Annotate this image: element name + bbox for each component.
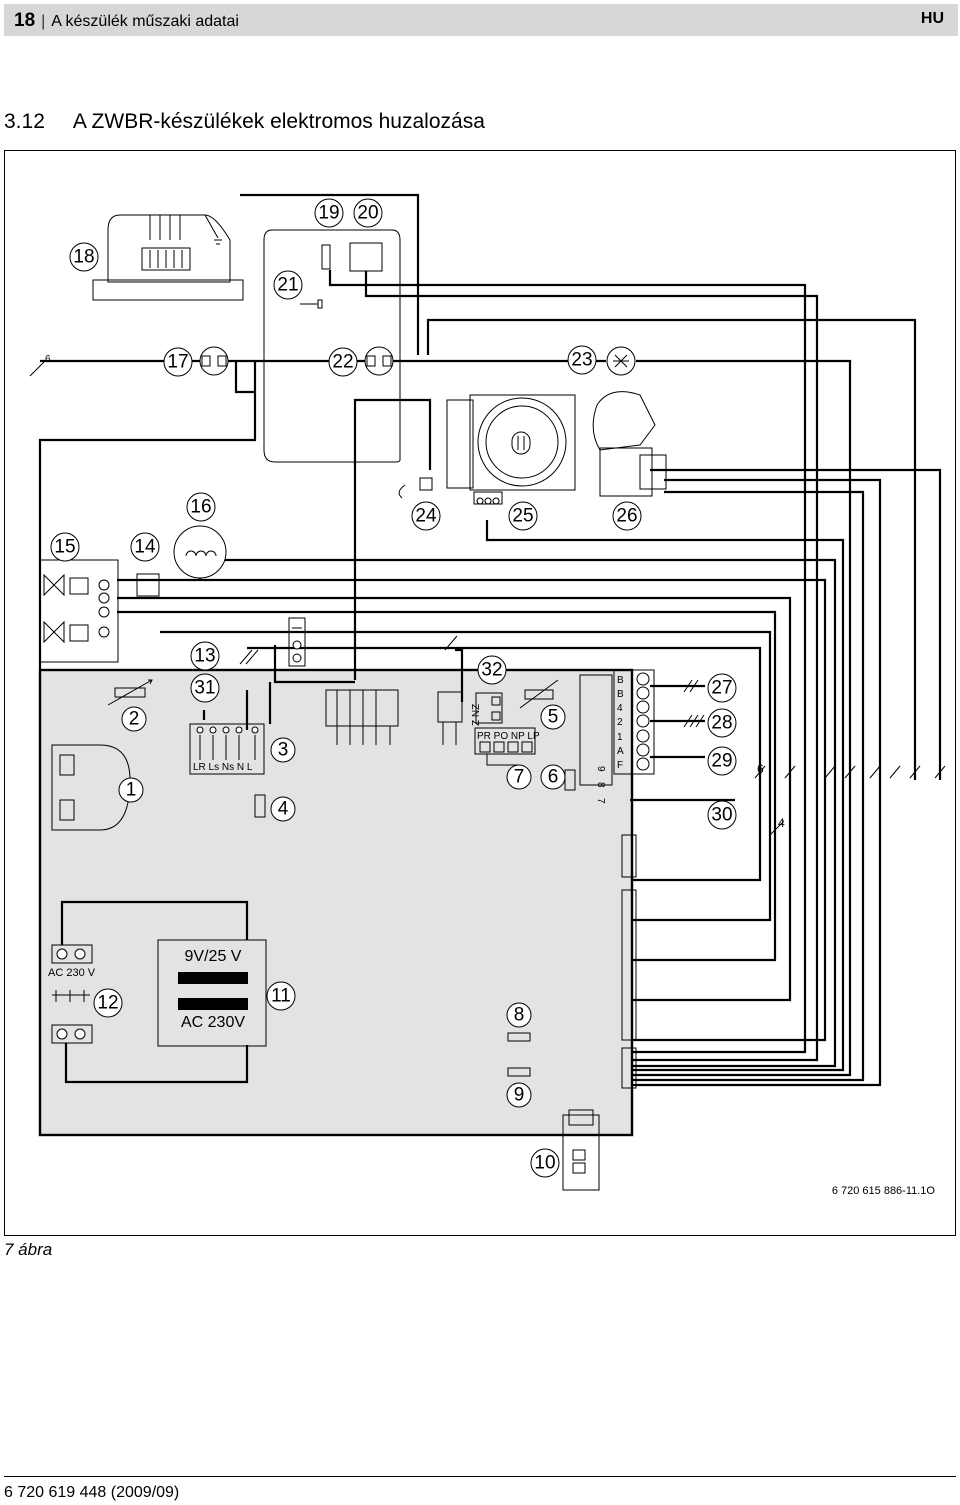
callout-27: 27 [711,678,732,699]
header-left: 18 | A készülék műszaki adatai [14,10,239,32]
transformer [157,939,267,1047]
chapter-title: A készülék műszaki adatai [51,13,239,30]
callout-30: 30 [711,805,732,826]
callout-31: 31 [194,678,215,699]
connector-2-pin [437,691,463,745]
callout-5: 5 [548,707,559,728]
num-7: 7 [595,798,606,804]
display-connector-10 [562,1109,600,1191]
terminal-F: F [617,760,623,771]
callouts: 1 2 3 4 5 6 7 8 9 10 11 12 13 14 15 16 1… [50,198,737,1178]
callout-14: 14 [134,537,156,558]
figure-frame [4,150,956,1236]
callout-20: 20 [357,203,378,224]
component-14 [136,573,160,597]
section-title: 3.12 A ZWBR-készülékek elektromos huzaloz… [4,110,485,134]
num-8: 8 [595,782,606,788]
page-header: 18 | A készülék műszaki adatai HU [4,4,958,36]
callout-22: 22 [332,352,353,373]
connector-13-labels: LR Ls Ns N L [193,762,253,773]
fan [592,391,667,497]
section-number: 3.12 [4,110,45,133]
callout-8: 8 [514,1005,525,1026]
terminal-A: A [617,746,624,757]
wire-count-4: 4 [778,816,785,830]
component-16 [173,525,227,579]
callout-13: 13 [194,646,215,667]
connector-32 [474,692,536,766]
fuse-9 [507,1067,531,1077]
potentiometer-5 [519,679,559,709]
callout-18: 18 [73,247,94,268]
terminal-B1: B [617,675,624,686]
ground-connector [288,617,306,667]
terminal-4: 4 [617,703,623,714]
language-code: HU [920,10,944,27]
callout-26: 26 [616,506,637,527]
callout-25: 25 [512,506,533,527]
wire-count-6: 6 [757,762,764,776]
fuse-4 [254,794,266,818]
terminal-2: 2 [617,717,623,728]
connector-32-top-label: Z NZ [471,704,482,726]
callout-23: 23 [571,350,592,371]
callout-19: 19 [318,203,339,224]
section-heading: A ZWBR-készülékek elektromos huzalozása [72,110,485,133]
callout-1: 1 [126,780,137,801]
document-code: 6 720 619 448 (2009/09) [4,1484,180,1501]
callout-2: 2 [129,709,140,730]
wiring-diagram: .w { fill: none; stroke: #000; stroke-wi… [29,193,946,1197]
mains-terminals [51,944,93,1044]
pump [398,394,576,505]
terminal-B2: B [617,689,624,700]
figure-reference-code: 6 720 615 886-11.1O [832,1185,936,1197]
callout-6: 6 [548,767,559,788]
callout-28: 28 [711,713,732,734]
gas-valve-unit [92,214,244,301]
callout-17: 17 [167,352,188,373]
callout-15: 15 [54,537,75,558]
figure-caption: 7 ábra [4,1240,53,1259]
callout-9: 9 [514,1085,525,1106]
callout-32: 32 [481,660,502,681]
fuse-8 [507,1032,531,1042]
potentiometer-2 [107,679,153,706]
sensor-panel [263,229,401,463]
solenoid-valves [39,559,119,663]
mains-label: AC 230 V [48,967,96,979]
page-number: 18 [14,10,36,31]
callout-4: 4 [278,799,289,820]
callout-29: 29 [711,751,732,772]
callout-12: 12 [97,993,118,1014]
socket-987 [579,674,613,786]
transformer-primary: AC 230V [181,1014,245,1031]
connector-32-bottom-label: PR PO NP LP [477,731,540,742]
callout-16: 16 [190,497,211,518]
transformer-secondary: 9V/25 V [185,948,242,965]
num-9: 9 [595,766,606,772]
callout-10: 10 [534,1153,555,1174]
callout-11: 11 [271,986,291,1007]
callout-3: 3 [278,740,289,761]
callout-24: 24 [415,506,437,527]
board-edge-connectors [621,834,637,1089]
connector-5-pin [325,689,399,745]
footer-rule [4,1476,956,1477]
header-separator: | [41,13,46,30]
wire-count-left: 6 [45,354,51,365]
callout-7: 7 [514,767,525,788]
connector-13 [189,723,265,775]
sensor-connectors [199,346,636,376]
terminal-1: 1 [617,732,623,743]
callout-21: 21 [277,275,298,296]
